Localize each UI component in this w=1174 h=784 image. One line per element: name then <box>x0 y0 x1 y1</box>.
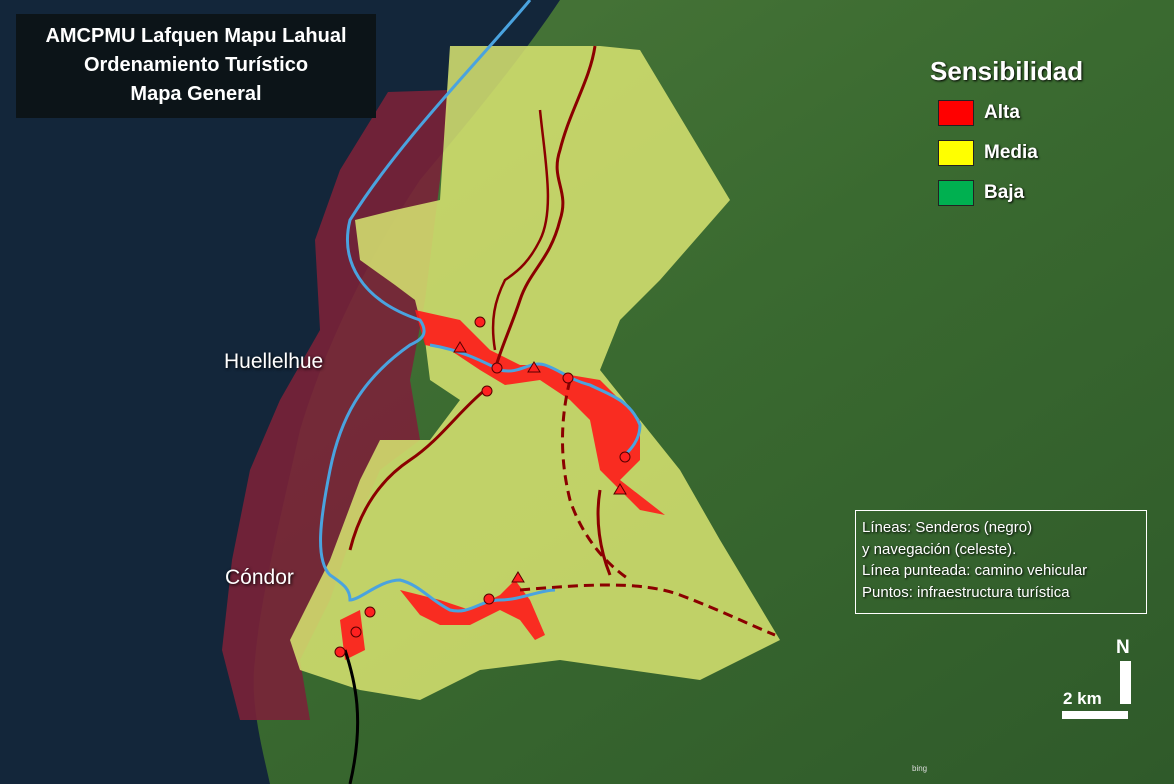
legend-swatch-media <box>938 140 974 166</box>
map-title-line3: Mapa General <box>130 83 262 105</box>
trail-road-center <box>561 379 631 582</box>
scale-bar-label: 2 km <box>1063 689 1102 708</box>
infrastructure-point <box>511 571 525 583</box>
trail-center-east <box>596 489 612 576</box>
legend-label-media: Media <box>984 142 1038 163</box>
place-label-condor: Cóndor <box>225 566 294 589</box>
alta-zone-north <box>415 310 665 515</box>
map-title-box: AMCPMU Lafquen Mapu Lahual Ordenamiento … <box>16 14 376 118</box>
alta-zone-south <box>400 580 545 640</box>
legend-label-alta: Alta <box>984 102 1020 123</box>
legend-item-media: Media <box>938 139 1130 167</box>
note-line4: Puntos: infraestructura turística <box>862 583 1070 601</box>
trail-west <box>348 388 486 551</box>
legend-title: Sensibilidad <box>930 56 1084 86</box>
north-arrow-icon <box>1120 661 1131 704</box>
sensitivity-legend: Sensibilidad Alta Media Baja <box>930 56 1130 219</box>
legend-item-baja: Baja <box>938 179 1130 207</box>
infrastructure-points <box>334 316 631 658</box>
infrastructure-point <box>334 646 346 658</box>
infrastructure-point <box>364 606 376 618</box>
navigation-line <box>319 0 556 613</box>
infrastructure-point <box>481 385 493 397</box>
infrastructure-point <box>483 593 495 605</box>
legend-label-baja: Baja <box>984 182 1025 203</box>
trail-north-east <box>493 45 597 371</box>
infrastructure-point <box>619 451 631 463</box>
infrastructure-point <box>491 362 503 374</box>
ocean-area <box>0 0 560 784</box>
infrastructure-point <box>562 372 574 384</box>
legend-swatch-baja <box>938 180 974 206</box>
legend-item-alta: Alta <box>938 99 1130 127</box>
trail-south <box>343 649 360 784</box>
infrastructure-point <box>350 626 362 638</box>
trail-road-south <box>519 583 776 637</box>
place-label-huellelhue: Huellelhue <box>224 350 324 373</box>
north-arrow-label: N <box>1116 637 1130 658</box>
attribution-text: bing <box>912 764 928 773</box>
infrastructure-point <box>613 483 627 495</box>
map-notes-box: Líneas: Senderos (negro) y navegación (c… <box>855 510 1147 614</box>
infrastructure-point <box>453 341 467 353</box>
map-title-line2: Ordenamiento Turístico <box>83 54 309 76</box>
legend-swatch-alta <box>938 100 974 126</box>
scale-bar <box>1062 711 1128 719</box>
map-title-line1: AMCPMU Lafquen Mapu Lahual <box>45 25 347 47</box>
note-line1: Líneas: Senderos (negro) <box>862 519 1033 536</box>
infrastructure-point <box>527 361 541 373</box>
infrastructure-point <box>474 316 486 328</box>
note-line3: Línea punteada: camino vehicular <box>862 562 1088 579</box>
note-line2: y navegación (celeste). <box>862 540 1017 558</box>
trail-north <box>491 109 550 351</box>
